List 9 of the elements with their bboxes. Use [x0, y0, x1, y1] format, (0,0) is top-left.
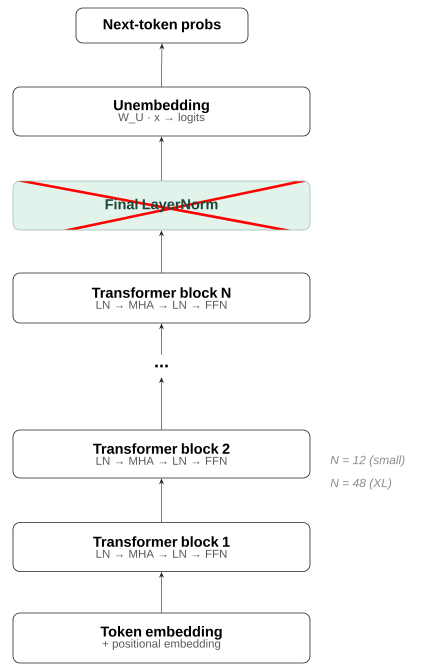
note-text: N = 12 (small) [330, 455, 404, 467]
process-box: Unembedding W_U · x → logits [12, 86, 310, 136]
process-box: Token embedding + positional embedding [12, 612, 310, 664]
note-text: N = 48 (XL) [330, 478, 392, 490]
process-box: Transformer block N LN → MHA → LN → FFN [12, 272, 310, 324]
process-box: Transformer block 1 LN → MHA → LN → FFN [12, 522, 310, 572]
process-box: Transformer block 2 LN → MHA → LN → FFN [12, 430, 310, 478]
ellipsis: ... [155, 364, 168, 368]
process-box: Next-token probs [76, 8, 248, 44]
